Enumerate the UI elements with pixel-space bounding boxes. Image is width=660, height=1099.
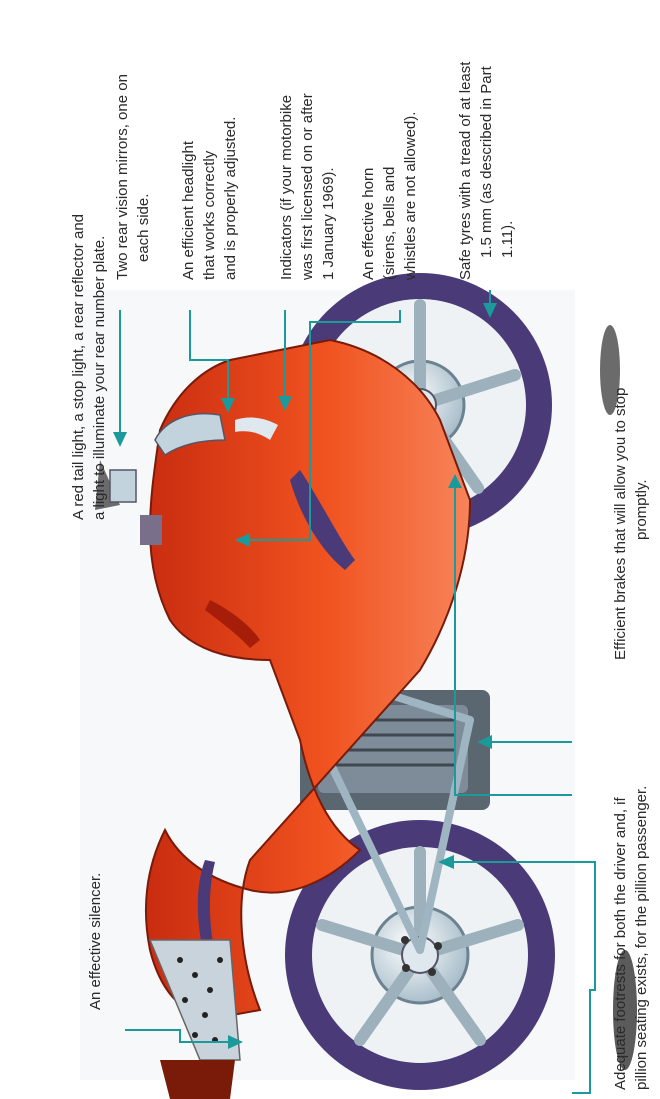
- label-silencer: An effective silencer.: [85, 790, 106, 1010]
- label-headlight: An efficient headlight that works correc…: [178, 25, 241, 280]
- label-mirrors: Two rear vision mirrors, one on each sid…: [112, 20, 154, 280]
- label-indicators: Indicators (if your motorbike was first …: [276, 15, 339, 280]
- label-tail-light: A red tail light, a stop light, a rear r…: [68, 175, 110, 520]
- label-horn: An effective horn (sirens, bells and whi…: [358, 25, 421, 280]
- label-tyres: Safe tyres with a tread of at least 1.5 …: [455, 10, 518, 280]
- label-brakes: Efficient brakes that will allow you to …: [610, 310, 652, 660]
- label-footrests: Adequate footrests for both the driver a…: [610, 690, 652, 1090]
